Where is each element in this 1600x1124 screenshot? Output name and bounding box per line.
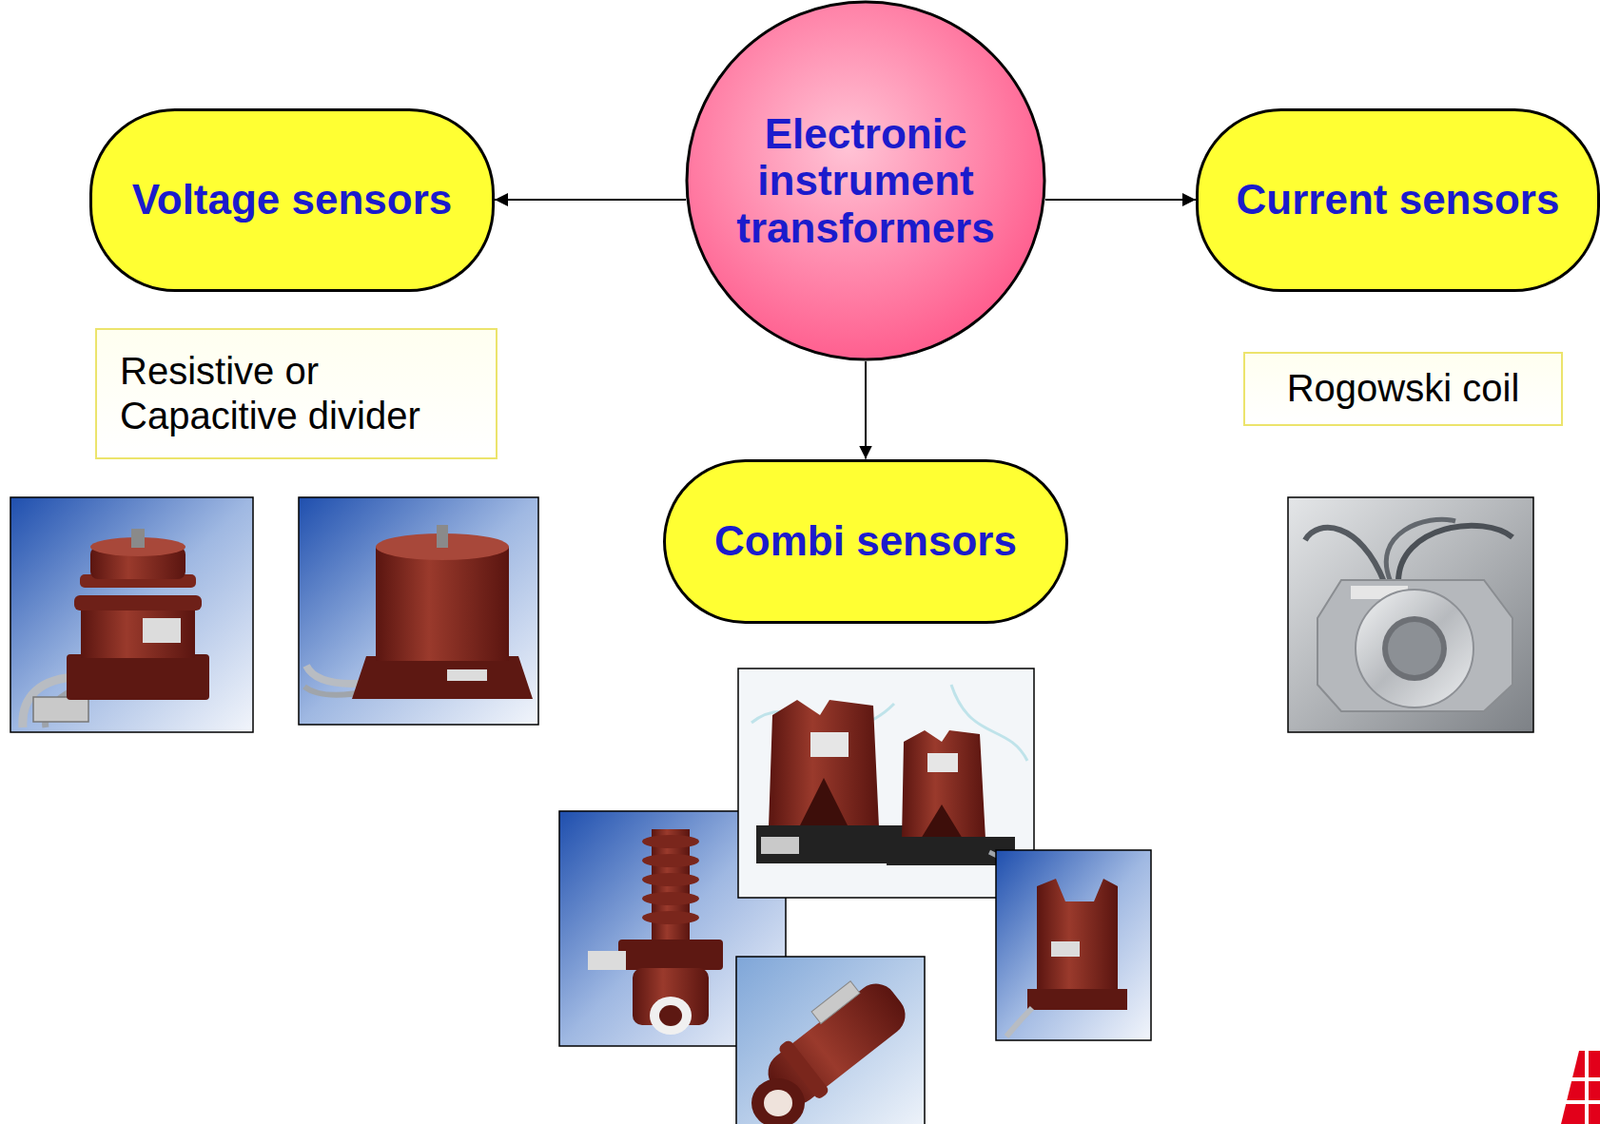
combi-sensor-photo-part (642, 854, 700, 868)
combi-sensor-photo-part (1051, 941, 1080, 957)
combi-sensor-photo-part (642, 873, 700, 887)
circle-shape (686, 1, 1045, 360)
combi-sensor-photo-part (1006, 1008, 1033, 1037)
connector-arrow (864, 361, 867, 460)
voltage-sensor-photo (298, 497, 539, 725)
rogowski-coil-photo-part (1355, 589, 1474, 708)
combi-sensor-photo-part (642, 892, 700, 906)
rogowski-coil-photo (1287, 497, 1534, 733)
voltage-sensor-photo (10, 497, 254, 733)
combi-sensor-photo-part (810, 732, 849, 758)
company-logo-part (1584, 1051, 1589, 1124)
node-label: Rogowski coil (1287, 366, 1521, 411)
rogowski-coil-photo-part (1398, 526, 1513, 583)
rogowski-coil-photo-part (1387, 622, 1442, 676)
combi-sensor-photo-part (642, 911, 700, 925)
category-pill: Current sensors (1195, 108, 1600, 293)
category-pill: Combi sensors (663, 459, 1069, 625)
voltage-sensor-photo-part (131, 528, 145, 548)
description-box: Resistive or Capacitive divider (95, 328, 498, 460)
combi-sensor-photo-part (920, 804, 963, 840)
rogowski-coil-photo-part (1305, 527, 1385, 583)
rogowski-coil-photo-part (1385, 519, 1456, 583)
connector-arrow (1045, 198, 1196, 201)
voltage-sensor-photo-part (66, 654, 210, 701)
combi-sensor-photo (995, 850, 1152, 1041)
voltage-sensor-photo-part (351, 656, 533, 700)
category-pill: Voltage sensors (89, 108, 495, 293)
node-title: Voltage sensors (132, 175, 453, 223)
combi-sensor-photo-part (642, 835, 700, 849)
node-label: Resistive or Capacitive divider (119, 349, 473, 439)
node-title: Current sensors (1236, 175, 1561, 223)
combi-sensor-photo-part (736, 956, 925, 1124)
combi-sensor-photo-part (738, 668, 1035, 898)
combi-sensor-photo-part (1036, 878, 1118, 995)
combi-sensor-photo-part (901, 730, 986, 840)
combi-sensor-photo-part (763, 1090, 793, 1117)
combi-sensor-photo-part (587, 951, 626, 971)
combi-sensor-photo-part (618, 939, 723, 971)
combi-sensor-photo-part-part (811, 981, 860, 1025)
combi-sensor-photo-part (995, 850, 1152, 1041)
combi-sensor-photo-part (760, 837, 800, 855)
rogowski-coil-photo-part (1287, 497, 1534, 733)
rogowski-coil-photo-part (1317, 580, 1513, 712)
combi-sensor-photo-part (649, 996, 692, 1035)
voltage-sensor-photo-part (33, 697, 89, 722)
node-title: Electronic instrument transformers (722, 110, 1009, 252)
combi-sensor-photo-part (927, 753, 958, 773)
company-logo-part (1560, 1100, 1600, 1105)
voltage-sensor-photo-part (298, 497, 539, 725)
rogowski-coil-photo-part (1382, 616, 1447, 682)
description-box: Rogowski coil (1243, 351, 1563, 427)
combi-sensor-photo-part (751, 965, 918, 1118)
combi-sensor-photo-part (799, 778, 849, 828)
company-logo-part (1560, 1051, 1600, 1124)
voltage-sensor-photo-part (80, 608, 196, 659)
combi-sensor-photo-part (659, 1005, 683, 1027)
voltage-sensor-photo-part (447, 669, 488, 682)
combi-sensor-photo (736, 956, 925, 1124)
connector-arrow (494, 198, 686, 201)
hub-circle: Electronic instrument transformers (684, 0, 1047, 362)
voltage-sensor-photo-part (436, 525, 449, 548)
voltage-sensor-photo-part (74, 595, 202, 611)
voltage-sensor-photo-part (375, 546, 509, 662)
combi-sensor-photo (738, 668, 1035, 898)
voltage-sensor-photo-part (10, 497, 254, 733)
node-title: Combi sensors (714, 517, 1017, 565)
company-logo (1560, 1051, 1600, 1124)
voltage-sensor-photo-part (142, 618, 181, 644)
combi-sensor-photo-part (751, 1078, 805, 1124)
company-logo-part (1560, 1077, 1600, 1082)
combi-sensor-photo-part (1027, 989, 1128, 1011)
combi-sensor-photo-part (768, 700, 879, 828)
